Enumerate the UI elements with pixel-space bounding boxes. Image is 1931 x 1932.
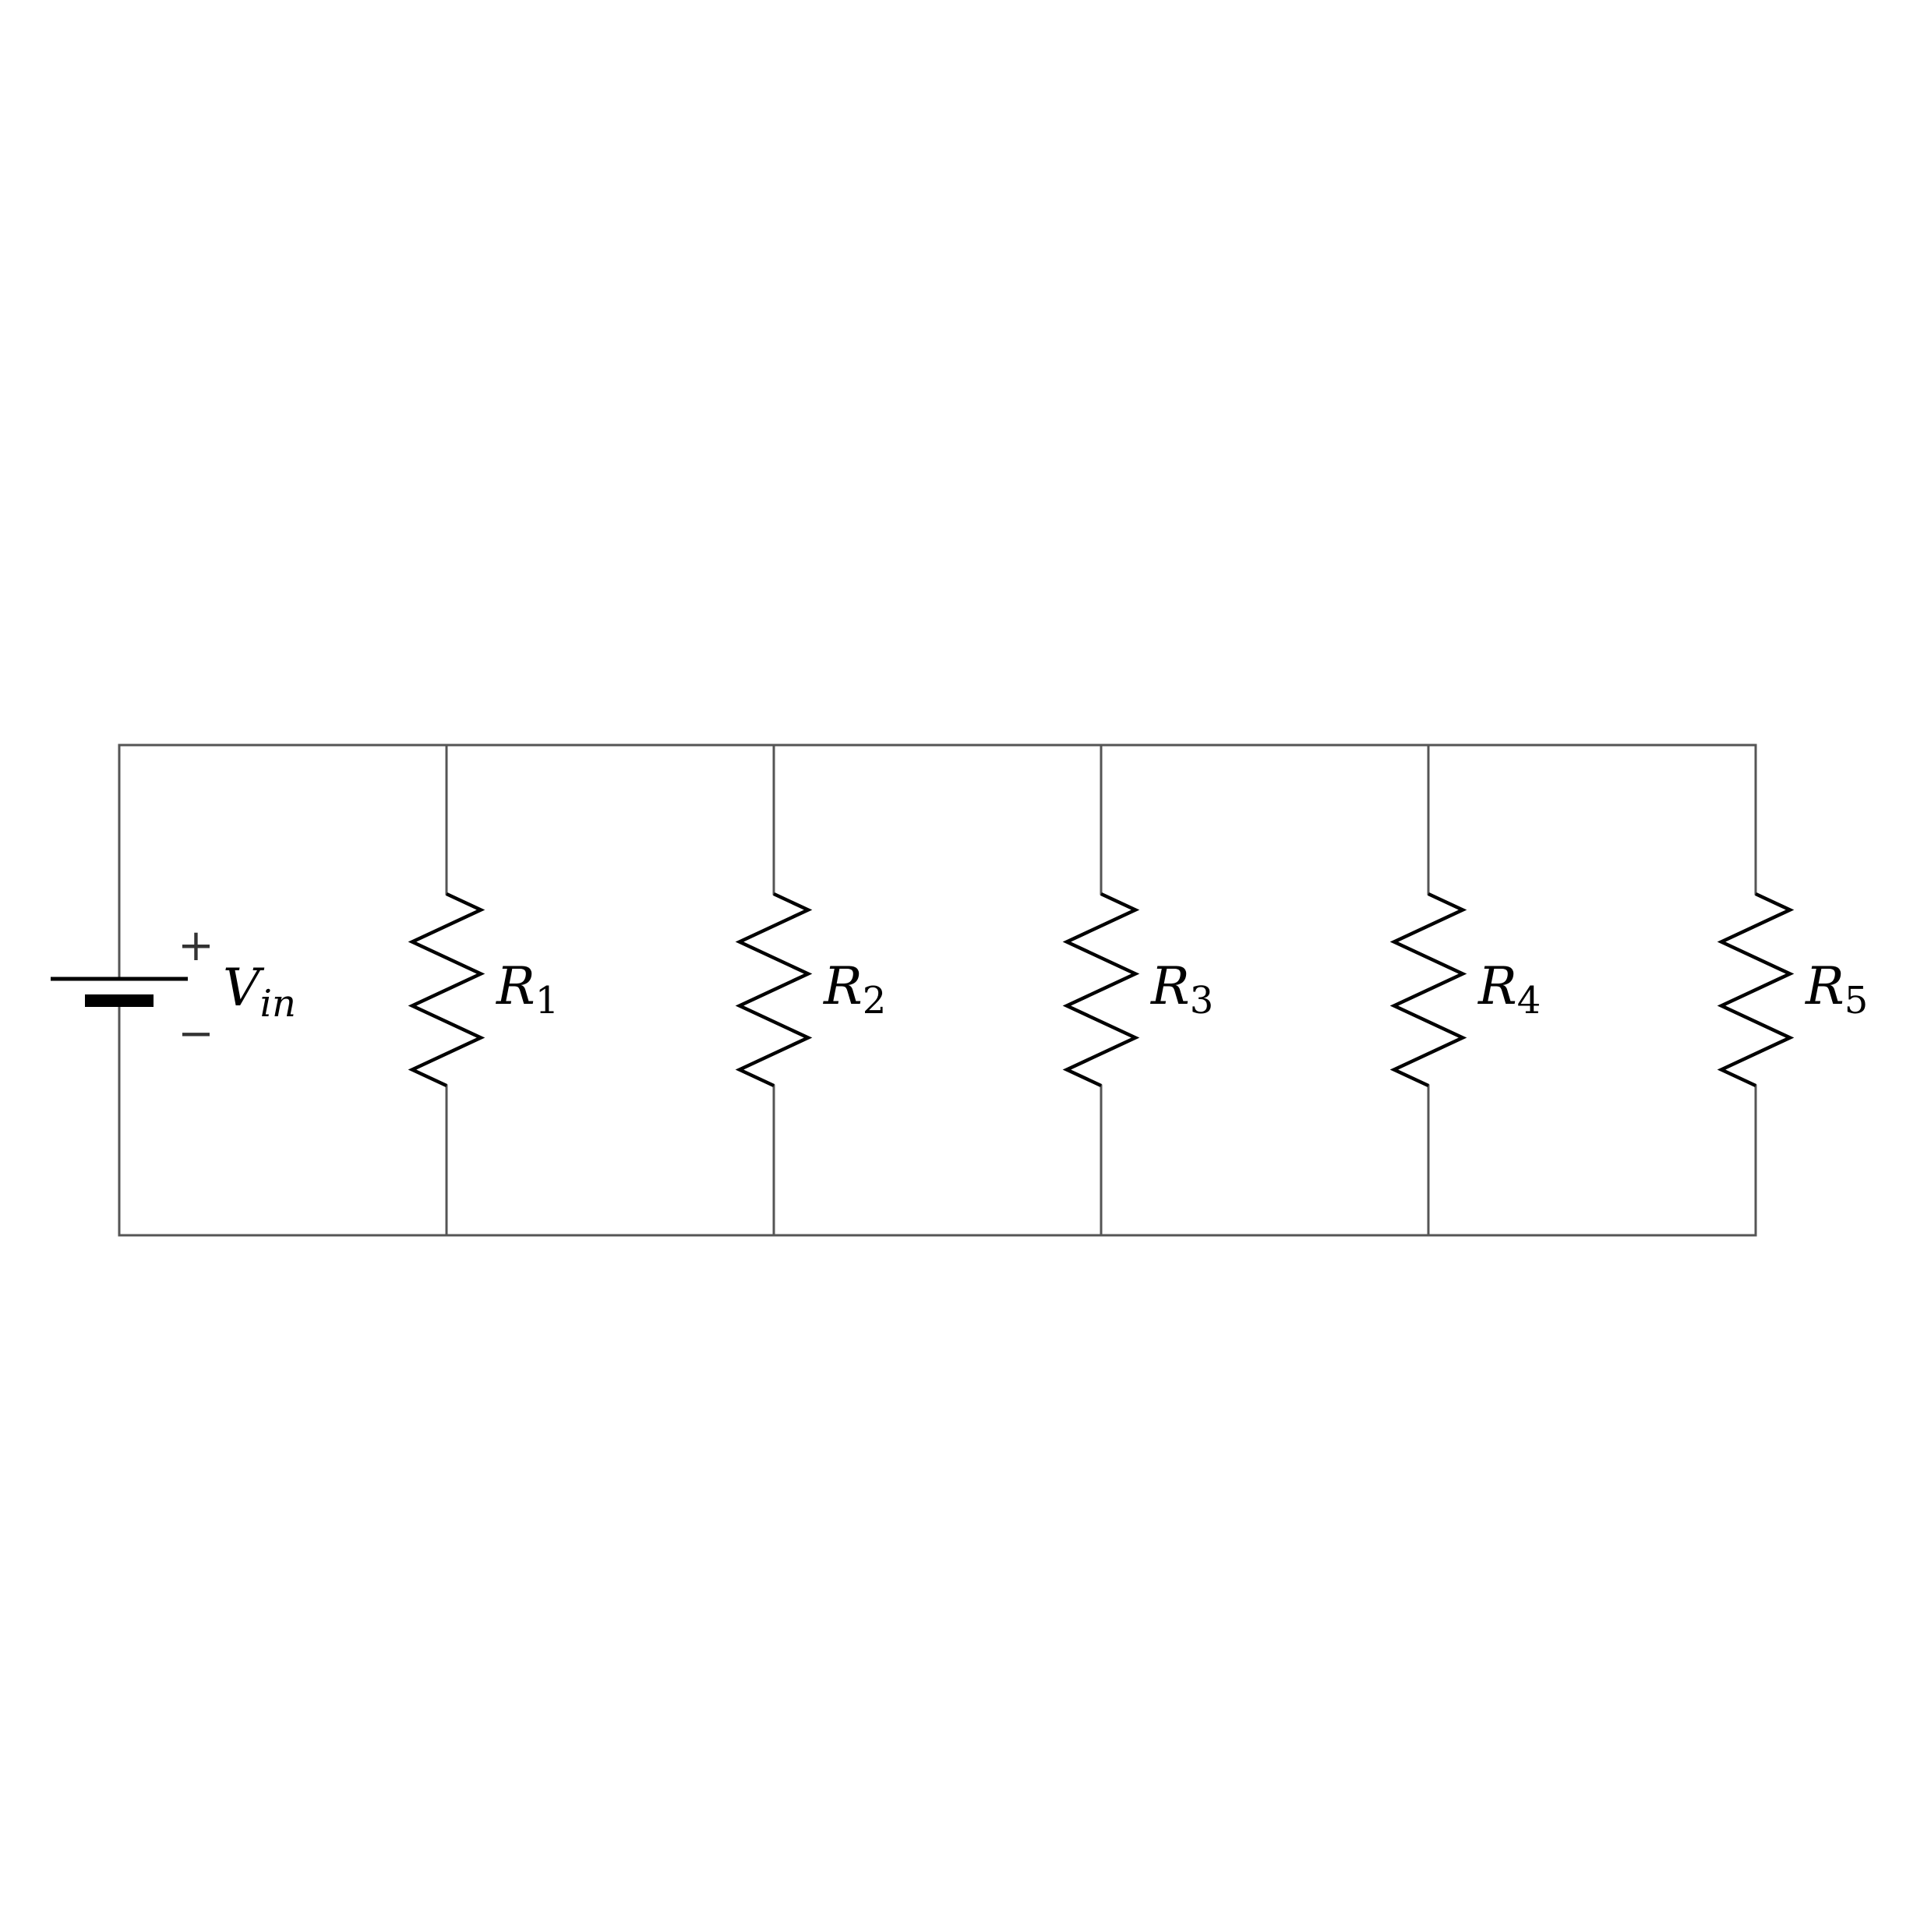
resistor-label-name: R	[823, 956, 863, 1016]
battery-source: + − Vin	[51, 743, 296, 1237]
resistor-label-name: R	[1805, 956, 1845, 1016]
resistor-label-subscript: 4	[1517, 979, 1541, 1023]
resistor-label-name: R	[1477, 956, 1517, 1016]
resistor-label-subscript: 2	[863, 979, 887, 1023]
resistor-2: R2	[735, 743, 886, 1237]
resistor-4: R4	[1389, 743, 1541, 1237]
resistor-5: R5	[1717, 743, 1868, 1237]
source-label: Vin	[223, 958, 296, 1026]
resistor-label-subscript: 3	[1190, 979, 1214, 1023]
resistor-1-zigzag	[408, 892, 485, 1088]
resistor-1-label: R1	[496, 956, 559, 1023]
resistor-3-zigzag	[1062, 892, 1140, 1088]
resistor-4-label: R4	[1477, 956, 1541, 1023]
resistor-3-label: R3	[1150, 956, 1213, 1023]
source-label-name: V	[223, 958, 265, 1018]
resistor-5-zigzag	[1717, 892, 1795, 1088]
plus-sign: +	[178, 920, 214, 971]
resistor-2-zigzag	[735, 892, 813, 1088]
resistor-label-name: R	[1150, 956, 1190, 1016]
resistor-1: R1	[408, 743, 559, 1237]
resistor-3: R3	[1062, 743, 1213, 1237]
resistor-4-zigzag	[1389, 892, 1467, 1088]
resistor-label-subscript: 1	[535, 979, 560, 1023]
resistor-label-name: R	[496, 956, 535, 1016]
resistor-label-subscript: 5	[1845, 979, 1869, 1023]
source-label-subscript: in	[260, 982, 296, 1026]
resistor-2-label: R2	[823, 956, 886, 1023]
resistor-5-label: R5	[1805, 956, 1868, 1023]
minus-sign: −	[178, 1008, 214, 1059]
